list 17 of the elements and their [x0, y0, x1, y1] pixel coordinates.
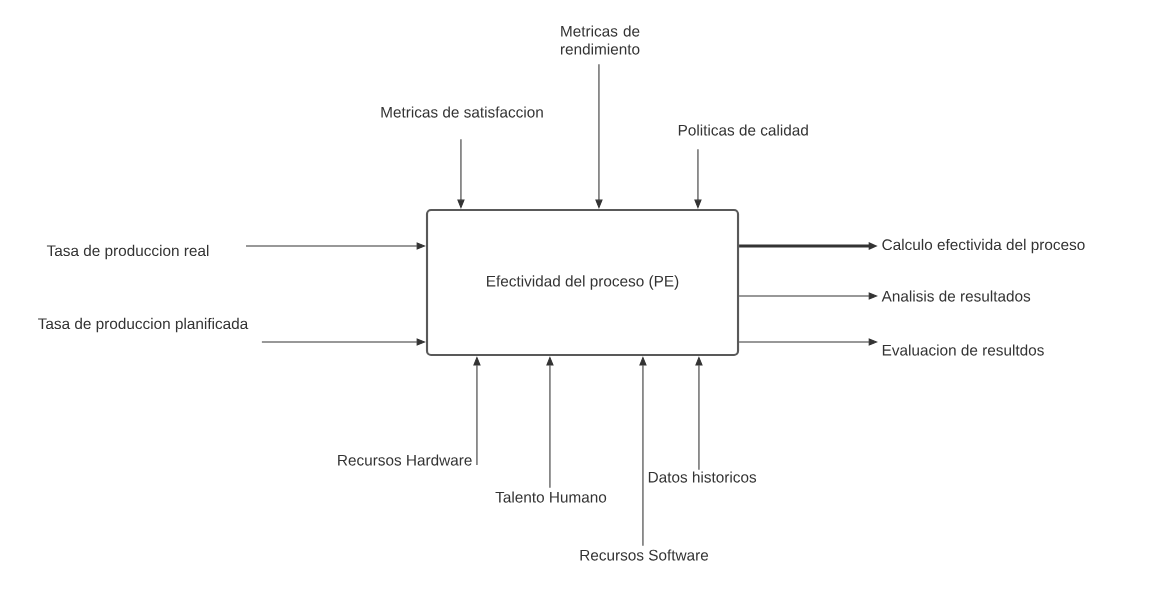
process-box: Efectividad del proceso (PE)	[425, 208, 740, 357]
text-label: Analisis de resultados	[881, 290, 1031, 302]
arrow	[738, 292, 878, 300]
text-label: Calculo efectivida del proceso	[882, 238, 1085, 254]
arrow	[245, 242, 426, 250]
text-label: Metricas de rendimiento	[560, 25, 640, 55]
arrow	[261, 338, 426, 346]
arrow	[738, 338, 878, 346]
text-label: Talento Humano	[495, 491, 607, 503]
text-label: Datos historicos	[648, 471, 757, 483]
text-label: Metricas de satisfaccion	[381, 106, 543, 118]
text-label: Tasa de produccion planificada	[38, 317, 249, 333]
text-label: Recursos Software	[580, 549, 709, 561]
text-label: Recursos Hardware	[338, 454, 472, 466]
text-label: Evaluacion de resultdos	[882, 344, 1044, 356]
text-label: Politicas de calidad	[678, 124, 808, 136]
text-label: Tasa de produccion real	[46, 244, 209, 260]
